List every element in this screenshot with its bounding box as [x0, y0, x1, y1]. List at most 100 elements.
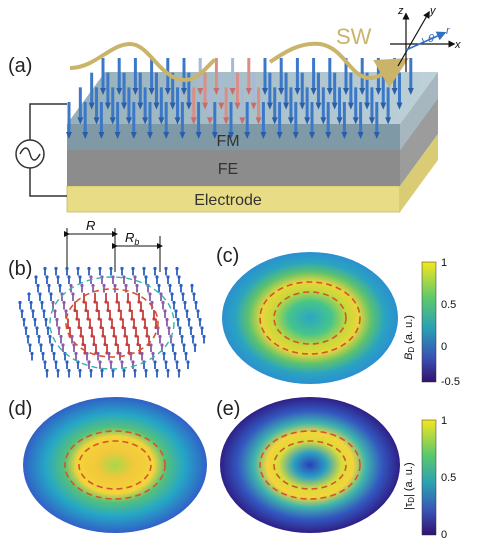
fm-label: FM: [216, 133, 239, 150]
skyrmion-spin-head: [118, 351, 122, 356]
skyrmion-spin-head: [81, 342, 85, 347]
spin-arrow-head: [88, 102, 95, 110]
skyrmion-spin-head: [85, 351, 89, 356]
spin-arrow-head: [82, 132, 89, 139]
skyrmion-spin-head: [53, 309, 57, 313]
skyrmion-spin-head: [164, 266, 168, 271]
coordinate-axes: z y x θ r: [390, 5, 461, 72]
axis-y-label: y: [429, 5, 437, 17]
panel-c: (c): [216, 245, 398, 384]
skyrmion-spin-head: [109, 360, 113, 364]
spin-arrow-head: [202, 102, 209, 110]
skyrmion-spin-head: [200, 326, 204, 330]
skyrmion-spin-head: [193, 343, 197, 347]
skyrmion-spin-head: [187, 317, 191, 322]
skyrmion-spin-head: [119, 317, 123, 321]
skyrmion-spin-head: [162, 351, 166, 356]
skyrmion-spin-head: [163, 309, 167, 313]
skyrmion-spin-head: [164, 360, 168, 364]
skyrmion-spin-head: [166, 368, 170, 373]
skyrmion-spin-head: [74, 351, 78, 356]
cb-bottom-label: |τD| (a. u.): [403, 462, 416, 510]
skyrmion-spin-head: [165, 317, 169, 322]
skyrmion-spin-head: [137, 300, 141, 304]
skyrmion-spin-head: [155, 275, 159, 279]
skyrmion-spin-head: [57, 326, 61, 330]
skyrmion-spin-head: [87, 266, 91, 271]
spin-arrow-head: [262, 88, 268, 95]
spin-arrow-head: [325, 132, 332, 139]
fe-layer: [67, 150, 400, 186]
skyrmion-spin-head: [176, 317, 180, 322]
panel-b: (b) R Rb: [8, 218, 206, 378]
spin-arrow-head: [352, 117, 359, 125]
skyrmion-spin-head: [140, 351, 144, 356]
skyrmion-spin-head: [104, 300, 108, 304]
radius-rb-label: Rb: [125, 230, 139, 247]
spin-wave: [69, 41, 395, 80]
skyrmion-spin-head: [191, 334, 195, 339]
spin-arrow-head: [385, 117, 392, 125]
skyrmion-spin-field: [18, 266, 206, 378]
skyrmion-spin-head: [51, 300, 55, 305]
spin-arrow-head: [266, 102, 273, 110]
spin-arrow-head: [158, 117, 165, 125]
spin-arrow-head: [336, 117, 343, 125]
panel-b-label: (b): [8, 258, 32, 280]
skyrmion-spin-head: [41, 351, 45, 356]
skyrmion-spin-head: [47, 283, 51, 288]
skyrmion-spin-head: [167, 326, 171, 330]
skyrmion-spin-head: [67, 275, 71, 279]
map-c: [222, 252, 398, 384]
map-d: [23, 397, 207, 533]
theta-label: θ: [428, 33, 434, 45]
skyrmion-spin-head: [26, 334, 30, 339]
spin-arrow-head: [179, 132, 186, 139]
skyrmion-spin-head: [20, 309, 24, 313]
skyrmion-spin-head: [84, 308, 88, 313]
skyrmion-spin-head: [120, 360, 124, 364]
r-label: r: [446, 25, 451, 37]
spin-arrow-head: [100, 88, 106, 95]
cb-bottom-tick-1: 0.5: [441, 472, 456, 484]
spin-arrow-head: [368, 117, 375, 125]
spin-arrow-head: [137, 102, 144, 110]
skyrmion-spin-head: [43, 360, 47, 364]
sw-label: SW: [336, 24, 372, 49]
skyrmion-spin-head: [64, 309, 68, 313]
skyrmion-spin-head: [50, 343, 54, 347]
spin-arrow-head: [320, 117, 327, 125]
skyrmion-spin-head: [144, 275, 148, 279]
skyrmion-spin-head: [130, 317, 134, 321]
skyrmion-spin-head: [28, 343, 32, 347]
skyrmion-spin-head: [78, 368, 82, 373]
spin-arrow-head: [181, 88, 187, 95]
skyrmion-spin-head: [107, 351, 111, 356]
skyrmion-spin-head: [153, 266, 157, 271]
skyrmion-spin-head: [171, 343, 175, 347]
skyrmion-spin-head: [136, 342, 140, 347]
skyrmion-spin-head: [122, 275, 126, 279]
skyrmion-spin-head: [124, 283, 128, 288]
skyrmion-spin-head: [186, 360, 190, 364]
skyrmion-spin-head: [61, 343, 65, 347]
skyrmion-spin-head: [151, 351, 155, 356]
spin-arrow-head: [109, 117, 116, 125]
skyrmion-spin-head: [196, 309, 200, 313]
skyrmion-spin-head: [40, 300, 44, 305]
spin-arrow-head: [142, 117, 149, 125]
spin-arrow-head: [250, 102, 257, 110]
spin-arrow-head: [347, 102, 354, 110]
spin-arrow-head: [229, 88, 236, 95]
skyrmion-spin-head: [89, 368, 93, 373]
skyrmion-spin-head: [131, 360, 135, 364]
skyrmion-spin-head: [55, 317, 59, 322]
skyrmion-spin-head: [77, 325, 81, 330]
skyrmion-spin-head: [95, 308, 99, 313]
skyrmion-spin-head: [82, 300, 86, 304]
spin-arrow-head: [271, 117, 278, 125]
panel-c-label: (c): [216, 245, 239, 267]
fe-label: FE: [218, 161, 238, 178]
spin-arrow-head: [114, 132, 121, 139]
skyrmion-spin-head: [175, 266, 179, 271]
